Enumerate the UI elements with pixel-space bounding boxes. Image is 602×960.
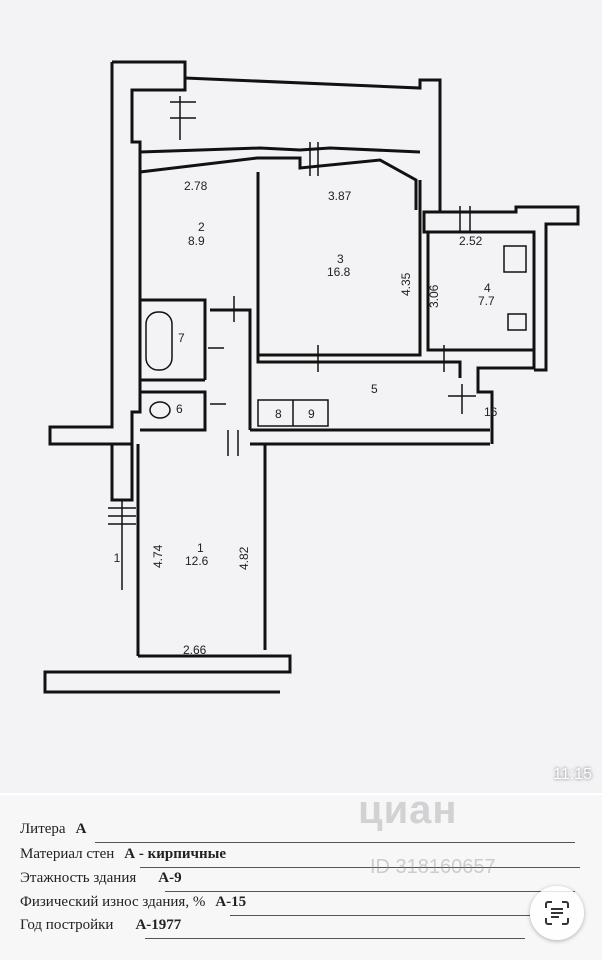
room-1-number: 1 bbox=[114, 551, 121, 565]
dimension-label: 4.82 bbox=[237, 546, 251, 570]
doc-label: Материал стен bbox=[20, 846, 115, 862]
watermark-id: ID 318160657 bbox=[370, 856, 496, 878]
doc-row-wear: Физический износ здания, % А-15 bbox=[20, 894, 246, 911]
doc-value: А - кирпичные bbox=[124, 846, 226, 862]
dimension-label: 2.66 bbox=[183, 643, 207, 657]
scan-text-button[interactable] bbox=[530, 886, 584, 940]
doc-value: А-15 bbox=[215, 894, 247, 910]
room-3-number: 3 bbox=[337, 252, 344, 266]
floor-plan-photo: 1 1 12.6 2 8.9 3 16.8 4 7.7 5 6 7 8 9 16… bbox=[0, 0, 602, 793]
room-5-number: 5 bbox=[371, 382, 378, 396]
room-2-area: 8.9 bbox=[188, 234, 205, 248]
room-6-number: 6 bbox=[176, 402, 183, 416]
doc-value: А-9 bbox=[158, 870, 182, 886]
dimension-label: 4.74 bbox=[151, 544, 165, 568]
room-4-area: 7.7 bbox=[478, 294, 495, 308]
doc-label: Литера bbox=[20, 821, 66, 837]
room-8-number: 8 bbox=[275, 407, 282, 421]
room-9-number: 9 bbox=[308, 407, 315, 421]
sink-icon bbox=[507, 313, 527, 331]
room-3-area: 16.8 bbox=[327, 265, 351, 279]
room-16-number: 16 bbox=[484, 405, 498, 419]
dimension-label: 2.52 bbox=[459, 234, 483, 248]
dimension-label: 2.78 bbox=[184, 179, 208, 193]
dimension-label: 3.87 bbox=[328, 189, 352, 203]
document-info-panel: Литера А Материал стен А - кирпичные Этажн… bbox=[0, 795, 602, 960]
toilet-icon bbox=[149, 401, 171, 419]
room-1-area: 12.6 bbox=[185, 554, 209, 568]
floor-plan: 1 1 12.6 2 8.9 3 16.8 4 7.7 5 6 7 8 9 16… bbox=[43, 60, 580, 694]
walls bbox=[43, 60, 580, 694]
window-marks bbox=[108, 96, 476, 590]
doc-label: Год постройки bbox=[20, 917, 114, 933]
watermark-logo: циан bbox=[358, 788, 458, 832]
room-4-number: 4 bbox=[484, 281, 491, 295]
doc-row-floors: Этажность здания А-9 bbox=[20, 870, 182, 887]
status-time: 11:15 bbox=[553, 766, 592, 783]
doc-row-year: Год постройки А-1977 bbox=[20, 917, 181, 934]
dimension-label: 4.35 bbox=[399, 272, 413, 296]
room-7-number: 7 bbox=[178, 331, 185, 345]
stove-icon bbox=[503, 245, 527, 273]
doc-row-litera: Литера А bbox=[20, 821, 86, 838]
doc-value: А bbox=[75, 821, 87, 837]
room-2-number: 2 bbox=[198, 220, 205, 234]
bathtub-icon bbox=[145, 311, 173, 371]
doc-label: Этажность здания bbox=[20, 870, 137, 886]
scan-text-icon bbox=[545, 901, 569, 925]
doc-label: Физический износ здания, % bbox=[20, 894, 206, 910]
dimension-label: 3.06 bbox=[427, 284, 441, 308]
doc-row-wall-material: Материал стен А - кирпичные bbox=[20, 846, 226, 863]
room-1-number: 1 bbox=[197, 541, 204, 555]
doc-value: А-1977 bbox=[135, 917, 182, 933]
